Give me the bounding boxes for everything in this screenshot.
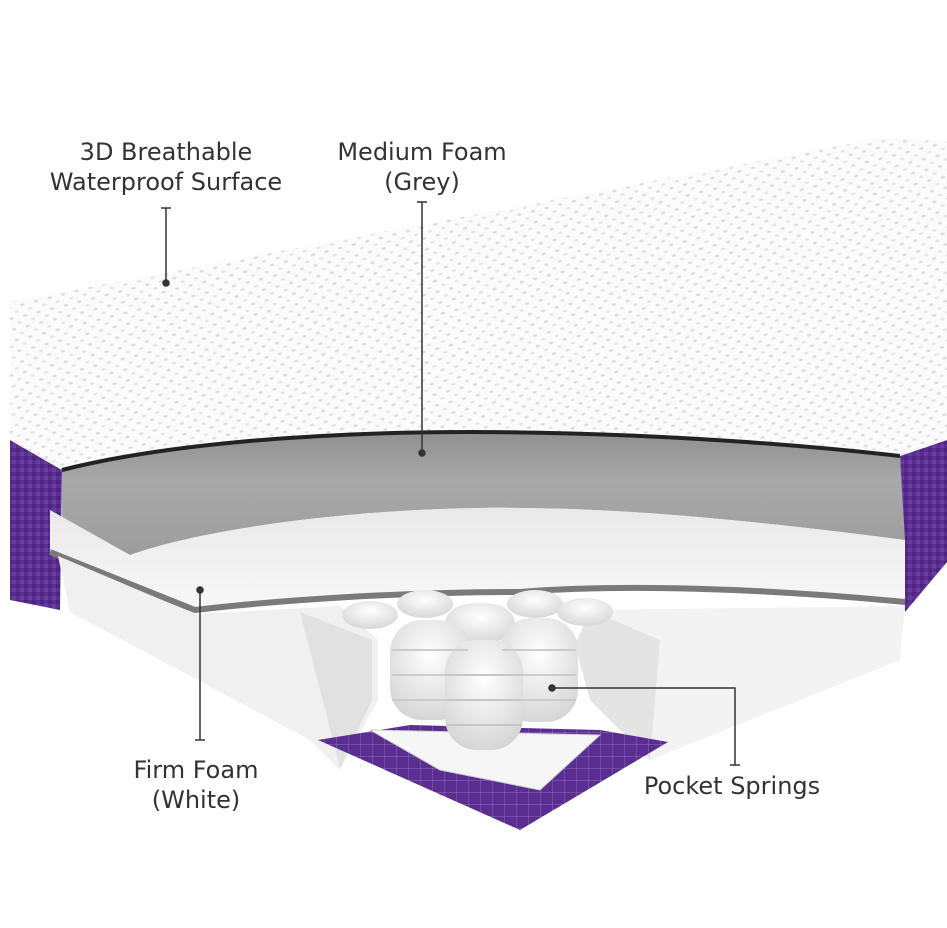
label-pocket-springs: Pocket Springs bbox=[644, 771, 820, 801]
label-pocket-springs-line1: Pocket Springs bbox=[643, 772, 821, 800]
label-firm-foam-line1: Firm Foam bbox=[133, 756, 259, 784]
label-medium-foam: Medium Foam (Grey) bbox=[337, 137, 506, 197]
medium-foam-layer bbox=[62, 432, 905, 555]
right-side-wall bbox=[900, 440, 947, 612]
pocket-springs-leader bbox=[552, 687, 736, 765]
label-firm-foam-line2: (White) bbox=[151, 786, 241, 814]
firm-foam-left-block bbox=[58, 556, 378, 770]
pocket-springs-group bbox=[342, 590, 613, 750]
label-medium-foam-line2: (Grey) bbox=[384, 168, 460, 196]
label-surface-line2: Waterproof Surface bbox=[49, 168, 283, 196]
left-side-wall bbox=[10, 440, 62, 610]
firm-foam-upper-layer bbox=[50, 507, 905, 610]
label-surface-line1: 3D Breathable bbox=[79, 138, 253, 166]
label-firm-foam: Firm Foam (White) bbox=[134, 755, 259, 815]
leader-lines bbox=[161, 201, 740, 766]
label-surface: 3D Breathable Waterproof Surface bbox=[50, 137, 282, 197]
label-medium-foam-line1: Medium Foam bbox=[337, 138, 507, 166]
